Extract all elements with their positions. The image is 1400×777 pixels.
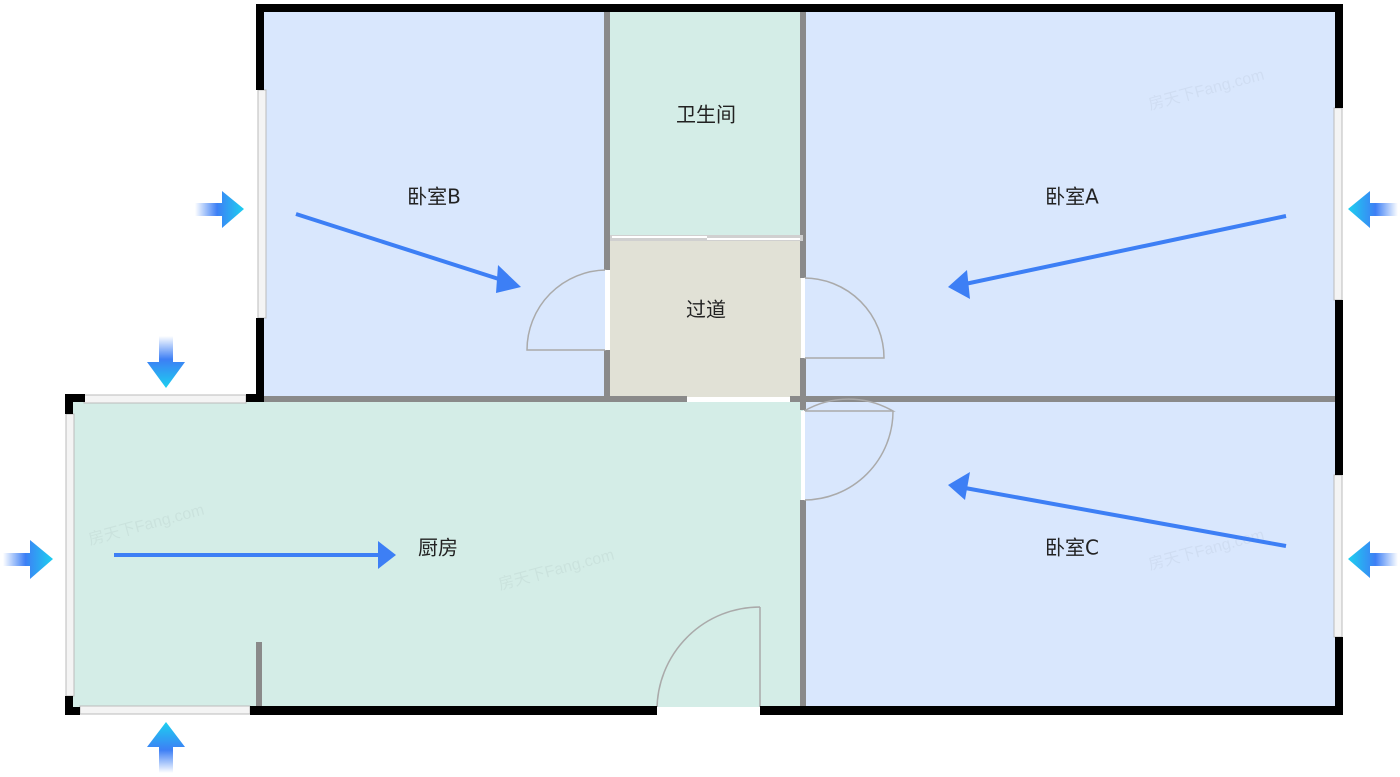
light-arrow-icon — [1348, 541, 1398, 578]
interior-walls — [256, 10, 1338, 710]
room-bedroom-a — [805, 10, 1338, 400]
light-arrow-icon — [3, 540, 53, 579]
light-arrow-icon — [147, 336, 185, 388]
flow-arrows — [114, 212, 1287, 569]
room-label-bedroom-b: 卧室B — [407, 185, 461, 209]
arrow-bedroom-a — [948, 214, 1287, 299]
room-label-bedroom-c: 卧室C — [1045, 536, 1099, 560]
light-arrow-icon — [195, 191, 244, 228]
room-label-corridor: 过道 — [686, 298, 726, 322]
room-bedroom-c — [805, 400, 1338, 710]
arrow-kitchen — [114, 541, 396, 569]
room-label-kitchen: 厨房 — [418, 536, 458, 560]
light-arrows — [3, 191, 1398, 773]
doors — [526, 269, 896, 711]
light-arrow-icon — [1348, 191, 1398, 228]
windows — [65, 89, 1343, 715]
light-arrow-icon — [147, 722, 185, 773]
arrow-bedroom-b — [295, 212, 521, 293]
room-label-bedroom-a: 卧室A — [1045, 185, 1099, 209]
arrow-bedroom-c — [948, 472, 1287, 548]
room-bathroom — [610, 10, 803, 238]
room-corridor — [610, 240, 803, 400]
exterior-walls — [65, 4, 1343, 715]
room-label-bathroom: 卫生间 — [676, 103, 736, 127]
room-bedroom-b — [262, 10, 607, 400]
